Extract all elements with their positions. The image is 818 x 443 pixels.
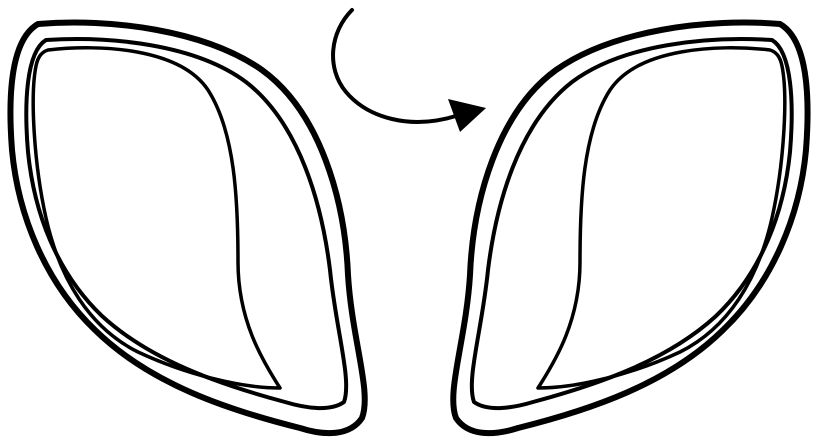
left-leaf-middle-outline (26, 39, 346, 408)
curved-arrow-icon (333, 10, 486, 132)
left-leaf-shape (10, 23, 364, 434)
arrow-shaft (333, 10, 456, 122)
right-leaf-shape (453, 23, 807, 434)
right-leaf-inner-outline (538, 48, 785, 388)
left-leaf-inner-outline (33, 48, 280, 388)
right-leaf-middle-outline (472, 39, 792, 408)
